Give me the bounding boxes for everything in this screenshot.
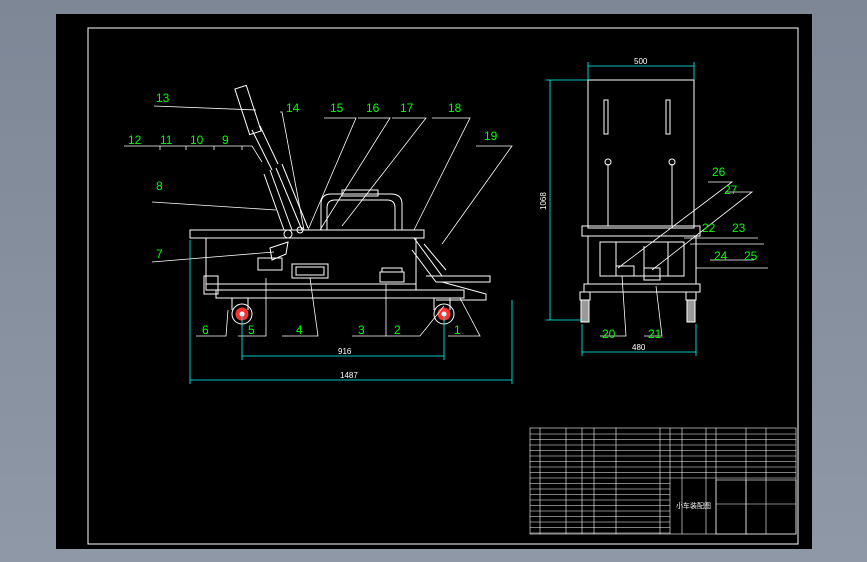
dim-overall-length: 1487 [340, 371, 358, 380]
deck-plate [189, 229, 425, 239]
title-block [529, 427, 797, 535]
part-label-17: 17 [400, 101, 414, 115]
dimension-texts: 916 1487 500 1068 480 [338, 57, 648, 380]
leader-lines [124, 105, 768, 337]
part-label-14: 14 [286, 101, 300, 115]
dim-front-height: 1068 [539, 192, 548, 210]
part-label-1: 1 [454, 323, 461, 337]
part-label-10: 10 [190, 133, 204, 147]
backrest-post [275, 163, 309, 231]
part-label-5: 5 [248, 323, 255, 337]
part-label-13: 13 [156, 91, 170, 105]
base-chassis [215, 289, 465, 299]
back-panel [587, 79, 695, 229]
ramp [411, 237, 491, 283]
dim-front-width: 500 [634, 57, 648, 66]
rear-handle [203, 275, 219, 295]
part-label-16: 16 [366, 101, 380, 115]
part-label-4: 4 [296, 323, 303, 337]
dim-front-base: 480 [632, 343, 646, 352]
dimension-lines [189, 62, 697, 384]
part-label-9: 9 [222, 133, 229, 147]
headrest [234, 84, 262, 136]
part-label-24: 24 [714, 249, 728, 263]
part-label-21: 21 [648, 327, 662, 341]
front-base [583, 283, 701, 293]
front-left-caster [579, 291, 591, 323]
part-label-2: 2 [394, 323, 401, 337]
part-label-6: 6 [202, 323, 209, 337]
part-label-19: 19 [484, 129, 498, 143]
battery [379, 271, 405, 283]
part-label-12: 12 [128, 133, 142, 147]
front-lower-frame [587, 235, 697, 285]
part-label-26: 26 [712, 165, 726, 179]
backrest-arm [263, 169, 293, 231]
part-label-15: 15 [330, 101, 344, 115]
part-label-22: 22 [702, 221, 716, 235]
front-view [579, 79, 701, 323]
dim-wheelbase: 916 [338, 347, 352, 356]
motor-box [291, 263, 329, 279]
drawing-border [87, 27, 799, 545]
part-label-7: 7 [156, 247, 163, 261]
seat-cushion [341, 189, 379, 197]
part-label-23: 23 [732, 221, 746, 235]
part-label-25: 25 [744, 249, 758, 263]
part-label-27: 27 [724, 183, 738, 197]
part-label-8: 8 [156, 179, 163, 193]
front-right-caster [685, 291, 697, 323]
handle-frame [320, 193, 403, 230]
cad-drawing: 916 1487 500 1068 480 123456789101112131… [87, 27, 799, 545]
part-label-20: 20 [602, 327, 616, 341]
part-label-11: 11 [160, 133, 173, 147]
part-label-3: 3 [358, 323, 365, 337]
side-view [189, 84, 491, 325]
title-block-drawing-name: 小车装配图 [676, 501, 711, 510]
part-label-18: 18 [448, 101, 462, 115]
footrest [426, 275, 487, 301]
